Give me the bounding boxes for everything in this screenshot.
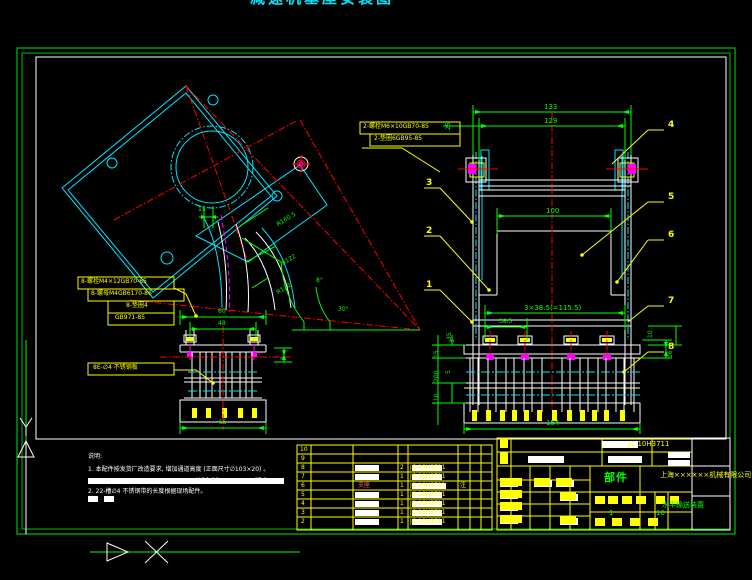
leader-2: 2 (426, 226, 433, 236)
left-plate-spec: 8E-∅4 不锈钢板 (93, 364, 138, 371)
dim-100: 100 (546, 207, 560, 215)
dim-15: 15 (198, 206, 206, 213)
dim-154: 154 (546, 419, 560, 427)
angle-1: 8° (316, 277, 323, 284)
parts-row-mat-8: JC-10H3711 (410, 464, 446, 471)
title-block-part-label: 部件 (604, 471, 628, 484)
left-washer-spec-1: 8-垫圈4 (126, 302, 148, 309)
parts-row-qty-3: 1 (400, 509, 404, 516)
parts-row-qty-4: 1 (400, 500, 404, 507)
parts-row-no-2: 2 (301, 518, 305, 525)
parts-row-no-7: 7 (301, 473, 305, 480)
title-block-company: 上海××××××机械有限公司 (660, 471, 752, 479)
title-block-drawing-name: 水平输送装置 (662, 501, 704, 509)
leader-5: 5 (668, 192, 675, 202)
left-leaders (77, 276, 214, 384)
leader-1: 1 (426, 280, 433, 290)
parts-row-qty-5: 1 (400, 491, 404, 498)
notes-heading: 说明: (88, 453, 103, 460)
parts-row-no-6: 6 (301, 482, 305, 489)
parts-row-no-9: 9 (301, 455, 305, 462)
parts-row-qty-7: 1 (400, 473, 404, 480)
angle-2: 30° (338, 306, 349, 313)
parts-row-qty-2: 1 (400, 518, 404, 525)
notes-item-1: 1. 本配件按发货厂改造要求, 增加通道高度 (正面尺寸∅103×20) 。 (88, 466, 270, 473)
parts-row-no-10: 10 (300, 446, 308, 453)
parts-row-no-5: 5 (301, 491, 305, 498)
title-block-drawing-no: JC-10H3711 (628, 440, 670, 448)
right-bolt-spec: 2-螺栓M6×10GB70-85 (363, 123, 429, 130)
note-val: 67.1 (254, 477, 268, 484)
page-title: 减速机基座安装图 (250, 0, 394, 6)
leader-7: 7 (668, 296, 675, 306)
dim-48: 48 (218, 320, 226, 327)
left-lower-assembly (160, 310, 292, 434)
dim-35: 35 (446, 332, 453, 340)
parts-row-mat-6: JC-10H3711 (410, 482, 446, 489)
right-washer-spec: 2-垫圈6GB95-85 (374, 135, 423, 142)
parts-row-mat-7: JC-10H3711 (410, 473, 446, 480)
leader-4: 4 (668, 120, 675, 130)
dim-15b: 15 (433, 350, 440, 358)
parts-row-remark-6: 注 (460, 482, 467, 489)
parts-row-mat-5: JC-10H3711 (410, 491, 446, 498)
parts-row-mat-2: JC-10H3711 (410, 518, 446, 525)
note-code: JA11-20 (196, 477, 220, 484)
parts-row-name-6: 支座 (358, 482, 371, 489)
right-leaders (362, 129, 664, 373)
dim-129: 129 (544, 117, 558, 125)
leader-6: 6 (668, 230, 675, 240)
dim-25: 25 (445, 122, 452, 130)
parts-row-no-3: 3 (301, 509, 305, 516)
parts-row-no-4: 4 (301, 500, 305, 507)
dim-385: 38.5 (499, 318, 513, 325)
parts-list-table (296, 444, 493, 531)
title-block (496, 437, 731, 531)
left-bolt-spec-1: 8-螺栓M4×12GB70-85 (81, 278, 147, 285)
dim-pitch: 3×38.5(=115.5) (524, 304, 582, 312)
dim-110: 110 (433, 393, 440, 405)
left-plate-view (61, 85, 421, 331)
left-washer-spec-2: GB971-85 (115, 314, 146, 321)
parts-row-mat-3: JC-10H3711 (410, 509, 446, 516)
left-bolt-spec-2: 8-螺母M4GB6170-86 (91, 290, 152, 297)
parts-row-qty-6: 1 (400, 482, 404, 489)
dim-16: 10 (647, 330, 654, 338)
dim-8: 8 (280, 356, 287, 360)
parts-row-mat-4: JC-10H3711 (410, 500, 446, 507)
dim-55: 55 (219, 419, 227, 426)
leader-3: 3 (426, 178, 433, 188)
dim-60: 60 (218, 308, 226, 315)
dim-133: 133 (544, 103, 558, 111)
right-front-view (432, 105, 682, 434)
leader-8: 8 (668, 342, 675, 352)
dim-5: 5 (445, 370, 452, 374)
notes-item-2: 2. 22-槽∅4 不锈钢带的长度根据现场配件。 (88, 488, 207, 495)
dim-200: 200 (433, 370, 440, 382)
title-block-scale-value: 1 (609, 509, 614, 517)
title-block-qty-value: 10 (656, 509, 665, 517)
parts-row-qty-8: 2 (400, 464, 404, 471)
parts-row-no-8: 8 (301, 464, 305, 471)
